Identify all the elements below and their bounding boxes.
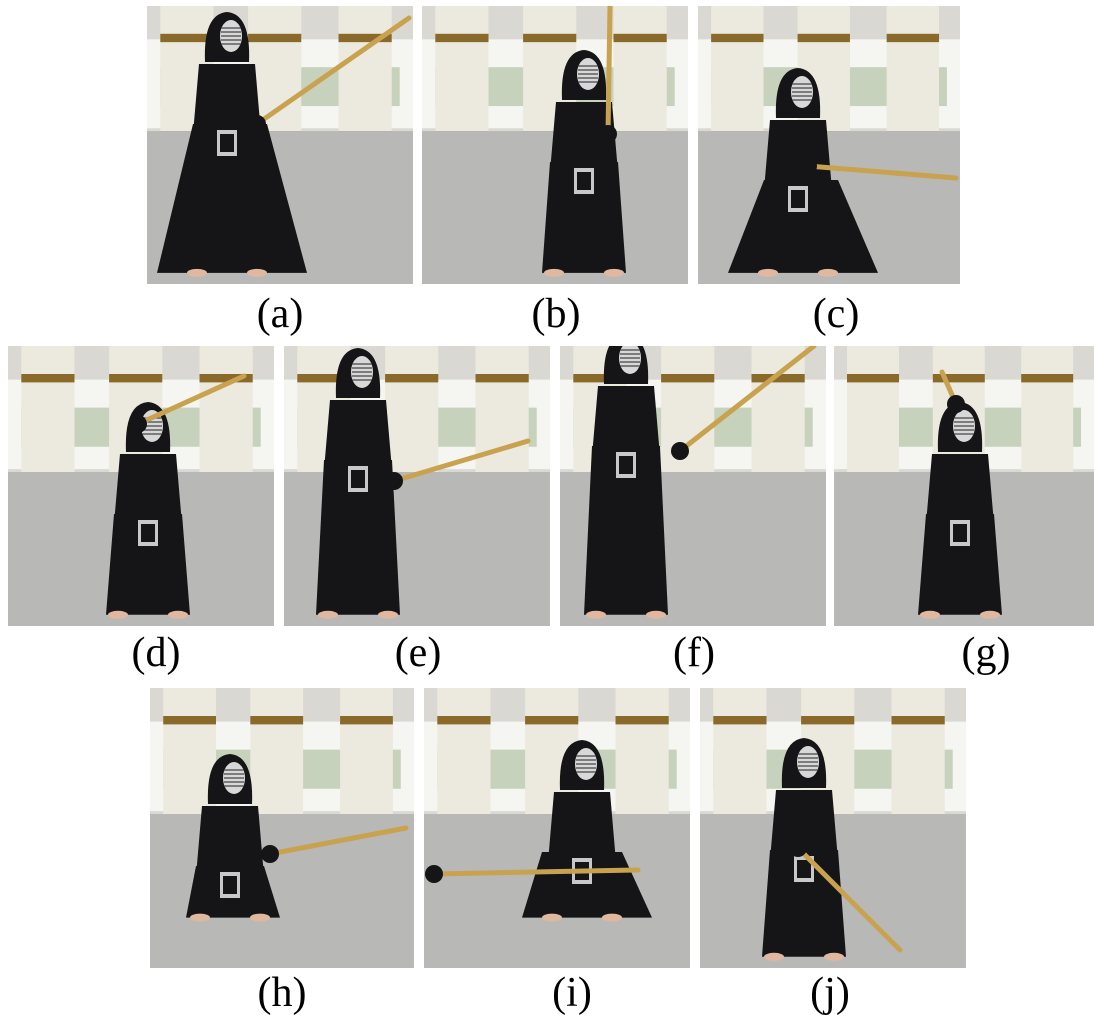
caption-a: (a)	[256, 291, 304, 337]
caption-i: (i)	[552, 970, 592, 1016]
photo-panel-b	[422, 6, 688, 284]
photo-panel-h	[150, 688, 414, 968]
photo-panel-j	[700, 688, 966, 968]
caption-h: (h)	[257, 970, 307, 1016]
kendo-photo-i	[424, 688, 690, 968]
caption-b: (b)	[531, 291, 581, 337]
caption-c: (c)	[812, 291, 860, 337]
caption-g: (g)	[961, 630, 1011, 676]
photo-panel-f	[560, 346, 826, 626]
kendo-photo-j	[700, 688, 966, 968]
photo-panel-c	[698, 6, 960, 284]
kendo-photo-e	[284, 346, 550, 626]
kendo-photo-d	[8, 346, 274, 626]
photo-panel-g	[834, 346, 1094, 626]
kendo-photo-f	[560, 346, 826, 626]
caption-j: (j)	[810, 970, 850, 1016]
kendo-photo-h	[150, 688, 414, 968]
caption-e: (e)	[394, 630, 442, 676]
photo-panel-d	[8, 346, 274, 626]
photo-panel-i	[424, 688, 690, 968]
kendo-photo-c	[698, 6, 960, 284]
kendo-photo-a	[147, 6, 413, 284]
kendo-photo-g	[834, 346, 1094, 626]
photo-panel-a	[147, 6, 413, 284]
caption-f: (f)	[673, 630, 715, 676]
kendo-photo-b	[422, 6, 688, 284]
photo-panel-e	[284, 346, 550, 626]
caption-d: (d)	[131, 630, 181, 676]
